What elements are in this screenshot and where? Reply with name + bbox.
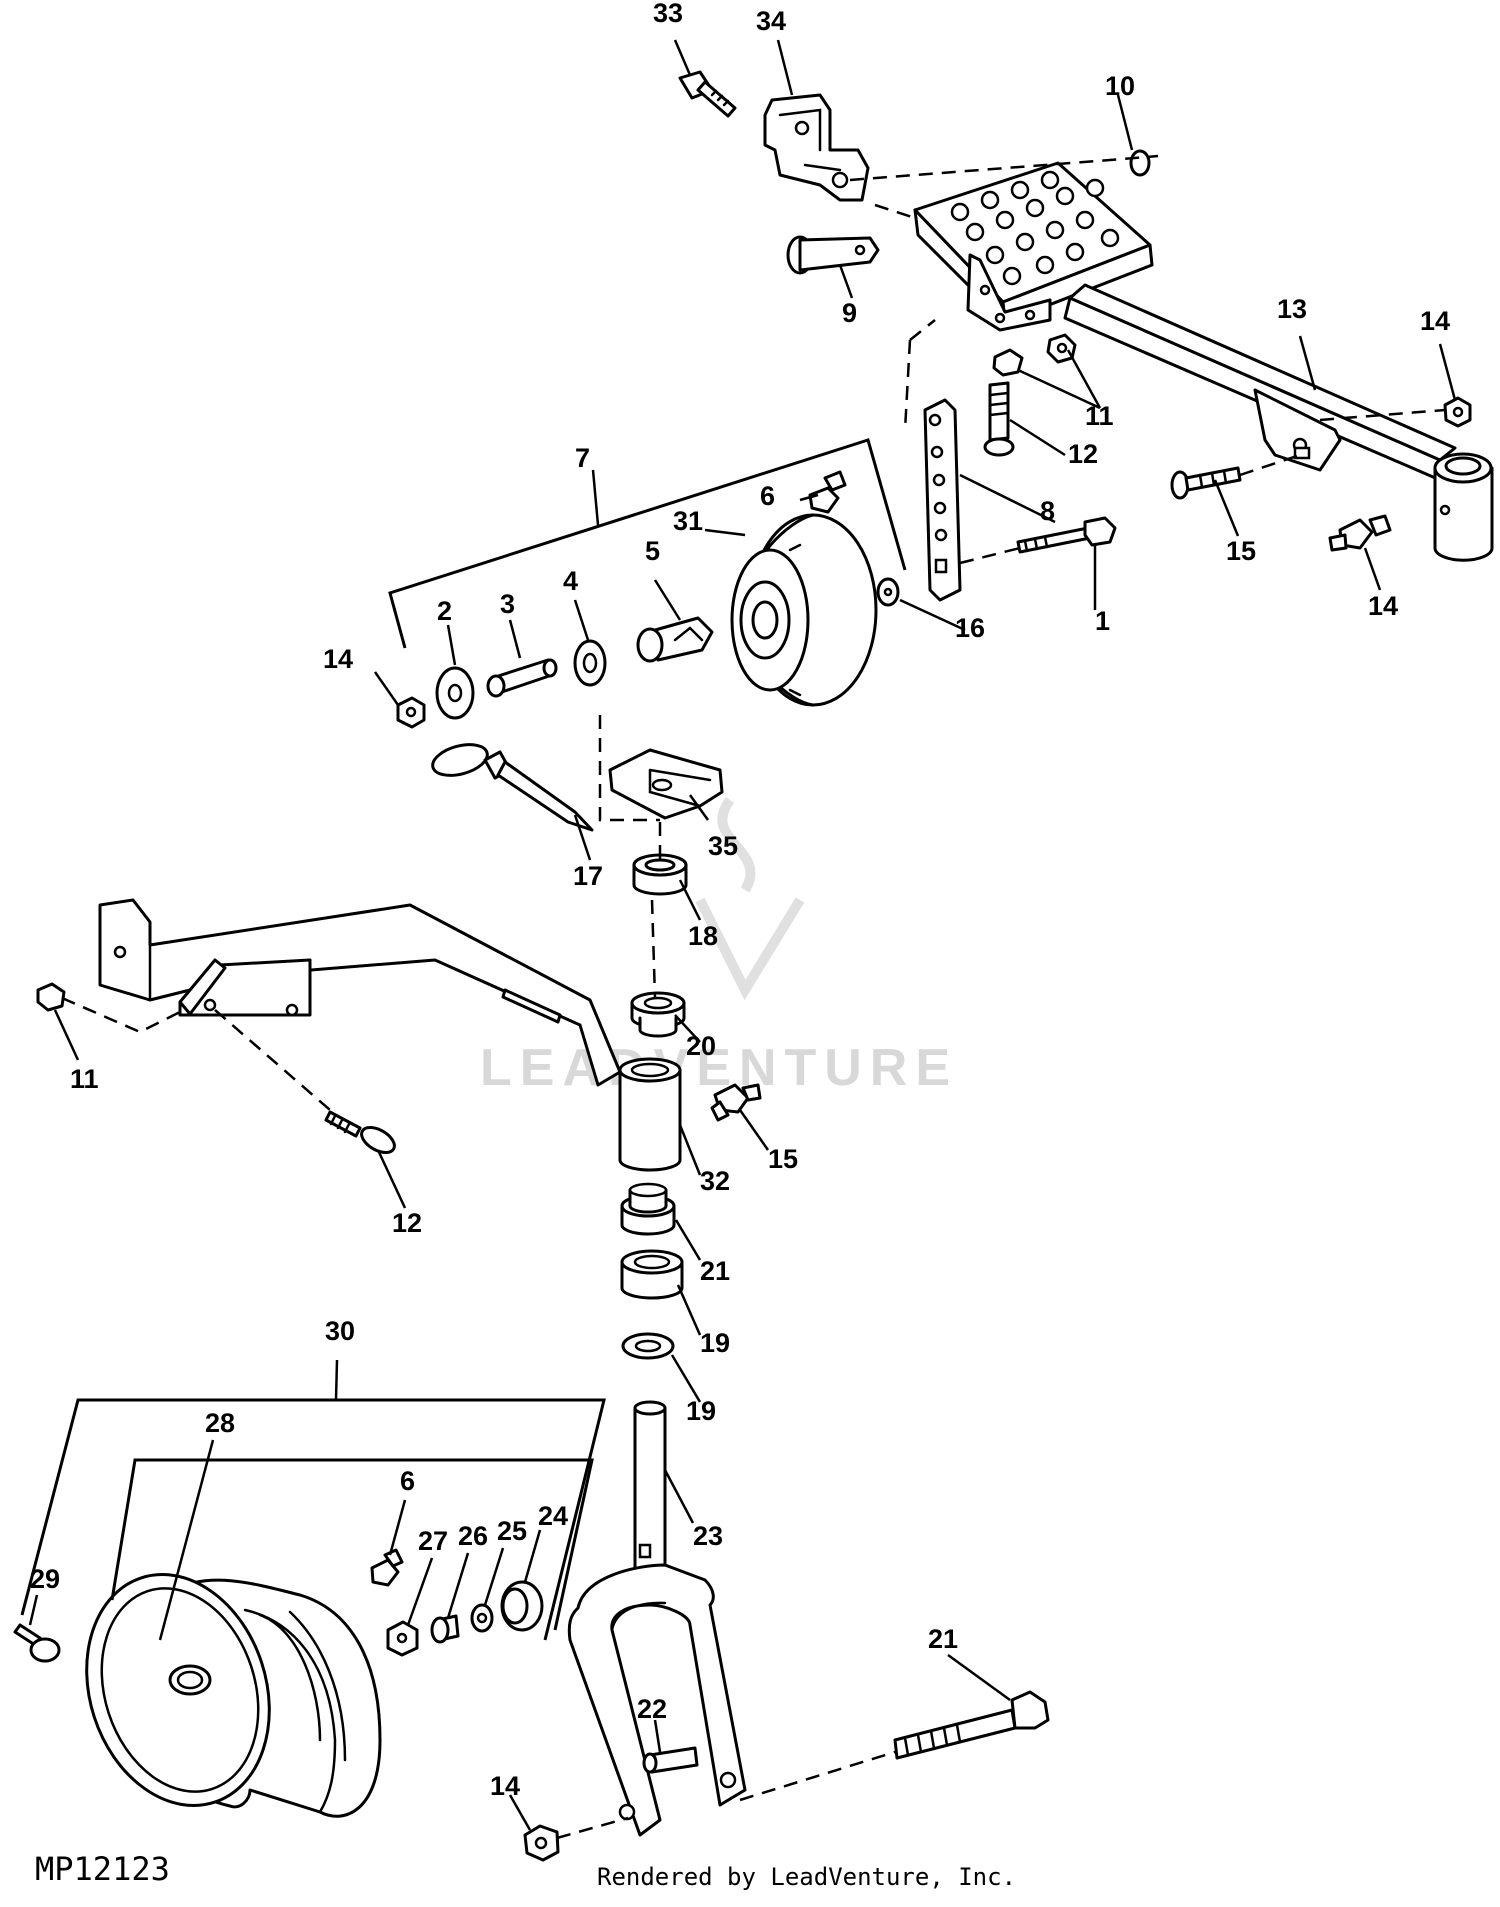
part-10-retainer	[1129, 149, 1151, 177]
part-21-bushing-lower	[620, 1182, 676, 1236]
callout-14-bottom: 14	[490, 1771, 520, 1801]
callout-14-right: 14	[1420, 306, 1450, 336]
part-28-nut	[386, 1620, 419, 1657]
callout-24: 23	[693, 1521, 723, 1551]
callout-labels: 1 2 3 4 5 6 6 7 8 9 10 11 11 12 12 13 14…	[30, 0, 1450, 1801]
part-34-bolt	[678, 70, 737, 118]
callout-11-left: 11	[70, 1064, 99, 1094]
part-20-washer	[621, 1332, 675, 1360]
callout-10: 10	[1105, 71, 1135, 101]
part-1-bolt	[1016, 516, 1117, 554]
part-5-spacer	[636, 616, 714, 663]
part-6-fitting-upper	[808, 470, 847, 514]
part-11-nut-left	[36, 982, 66, 1012]
callout-8: 8	[1040, 496, 1055, 526]
part-22-axle-bolt	[893, 1690, 1050, 1760]
callout-9: 9	[842, 298, 857, 328]
bracket-31	[20, 1398, 606, 1641]
callout-21-upper: 20	[686, 1031, 716, 1061]
callout-12-upper: 12	[1068, 439, 1098, 469]
callout-12-left: 12	[392, 1208, 422, 1238]
figure-id: MP12123	[35, 1850, 170, 1888]
callout-18: 17	[573, 861, 603, 891]
part-23-spacer	[642, 1746, 699, 1774]
part-8-strap	[923, 398, 962, 602]
part-33-frame-arm	[98, 898, 682, 1172]
callout-29: 28	[205, 1408, 235, 1438]
part-24-caster-fork	[567, 1400, 747, 1837]
part-6-fitting-lower	[370, 1548, 404, 1587]
part-14-nut-right	[1443, 396, 1472, 428]
part-14-nut-bottom	[523, 1824, 560, 1862]
part-32-wheel	[730, 513, 878, 707]
part-21-bushing-upper	[630, 991, 686, 1038]
part-12-bolt-left	[324, 1110, 396, 1154]
part-36-block	[608, 748, 724, 820]
part-4-washer	[573, 639, 607, 687]
callout-21-lower: 21	[700, 1256, 730, 1286]
callout-3: 3	[500, 589, 515, 619]
callout-5: 5	[645, 536, 660, 566]
part-25-bearing	[500, 1580, 544, 1632]
callout-2: 2	[437, 596, 452, 626]
callout-25: 24	[538, 1501, 568, 1531]
part-35-bracket	[763, 93, 870, 202]
callout-6-lower: 6	[400, 1466, 415, 1496]
part-12-bolt-upper	[983, 381, 1015, 457]
callout-15-middle: 15	[768, 1144, 798, 1174]
part-30-bolt	[13, 1623, 61, 1663]
step-holes	[950, 170, 1120, 286]
part-29-wheel-rim	[85, 1573, 382, 1818]
callout-28: 27	[418, 1526, 448, 1556]
assembly-lines	[61, 154, 1446, 1840]
callout-30: 29	[30, 1564, 60, 1594]
part-19-bushing-upper	[632, 853, 688, 896]
callout-31: 30	[325, 1316, 355, 1346]
callout-7: 7	[575, 443, 590, 473]
callout-6-upper: 6	[760, 481, 775, 511]
render-credit: Rendered by LeadVenture, Inc.	[597, 1863, 1016, 1891]
watermark-text: LEADVENTURE	[480, 1039, 958, 1097]
callout-17: 16	[955, 613, 985, 643]
callout-14-upper-left: 14	[323, 644, 353, 674]
part-17-washer	[876, 577, 900, 607]
part-3-pin	[486, 658, 558, 698]
part-15-fitting-middle	[710, 1083, 762, 1122]
callout-36: 35	[708, 831, 738, 861]
callout-23: 22	[637, 1694, 667, 1724]
leader-lines	[28, 39, 1457, 1831]
part-16-bolt	[1170, 466, 1242, 500]
part-18-lock-pin	[431, 743, 594, 832]
part-26-spacer	[470, 1603, 494, 1633]
callout-19-lower: 19	[700, 1328, 730, 1358]
callout-16: 15	[1226, 536, 1256, 566]
callout-20: 19	[686, 1396, 716, 1426]
part-13-step-arm	[913, 161, 1494, 562]
callout-35: 34	[756, 6, 786, 36]
bracket-7	[388, 438, 907, 649]
callout-22: 21	[928, 1624, 958, 1654]
part-19-bushing-lower	[620, 1249, 684, 1300]
callout-32: 31	[673, 506, 703, 536]
watermark: LEADVENTURE	[480, 797, 958, 1097]
callout-15-right: 14	[1368, 591, 1398, 621]
part-15-fitting-right	[1328, 514, 1392, 552]
callout-34: 33	[653, 0, 683, 28]
part-27-spacer	[430, 1614, 460, 1644]
callout-4: 4	[563, 566, 578, 596]
part-9-pin	[786, 235, 880, 275]
callout-1: 1	[1095, 606, 1110, 636]
callout-19-upper: 18	[688, 921, 718, 951]
callout-26: 25	[497, 1516, 527, 1546]
callout-13: 13	[1277, 294, 1307, 324]
part-14-nut-upper-left	[396, 696, 426, 729]
callout-27: 26	[458, 1521, 488, 1551]
callout-11-upper: 11	[1085, 401, 1114, 431]
callout-33: 32	[700, 1166, 730, 1196]
part-2-washer	[435, 666, 475, 720]
part-11-nuts-upper	[992, 333, 1077, 377]
